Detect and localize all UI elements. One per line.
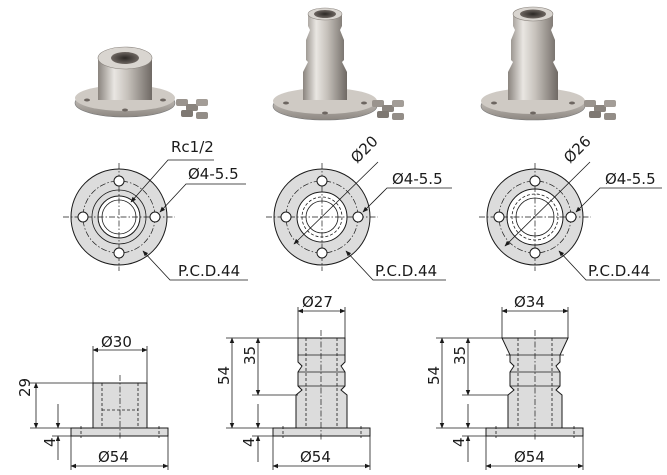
barb-label: 35 [241,346,259,365]
base-dia-label: Ø54 [514,448,545,466]
hole-label: Ø4-5.5 [605,170,656,188]
photo-screws-2 [372,100,404,120]
top-dia-label: Ø34 [514,293,545,311]
side-view-3: Ø34 54 35 4 Ø54 [425,293,584,470]
photo-threaded-flange [74,46,176,118]
base-dia-label: Ø54 [98,448,129,466]
flange-label: 4 [41,437,59,447]
hole-label: Ø4-5.5 [392,170,443,188]
bore-label: Ø20 [347,132,382,167]
bore-label: Rc1/2 [171,138,214,156]
photo-screws-3 [584,100,616,120]
base-dia-label: Ø54 [300,448,331,466]
plan-view-2: Ø20 Ø4-5.5 P.C.D.44 [266,132,452,281]
plan-view-3: Ø26 Ø4-5.5 P.C.D.44 [479,132,662,281]
pcd-label: P.C.D.44 [588,262,650,280]
photo-screws-1 [176,99,208,119]
barb-label: 35 [451,346,469,365]
plan-view-1: Rc1/2 Ø4-5.5 P.C.D.44 [63,138,248,281]
side-view-2: Ø27 54 35 4 Ø54 [215,293,371,470]
height-label: 54 [215,366,233,385]
pcd-label: P.C.D.44 [375,262,437,280]
hole-label: Ø4-5.5 [188,165,239,183]
photo-barb-flange-26 [480,6,586,121]
flange-label: 4 [450,437,468,447]
height-label: 54 [425,366,443,385]
bore-label: Ø26 [560,132,595,167]
top-dia-label: Ø27 [302,293,333,311]
flange-label: 4 [240,437,258,447]
pcd-label: P.C.D.44 [178,262,240,280]
height-label: 29 [16,378,34,397]
top-dia-label: Ø30 [101,333,132,351]
side-view-1: Ø30 29 4 Ø54 [16,333,169,470]
photo-barb-flange-20 [272,7,378,121]
